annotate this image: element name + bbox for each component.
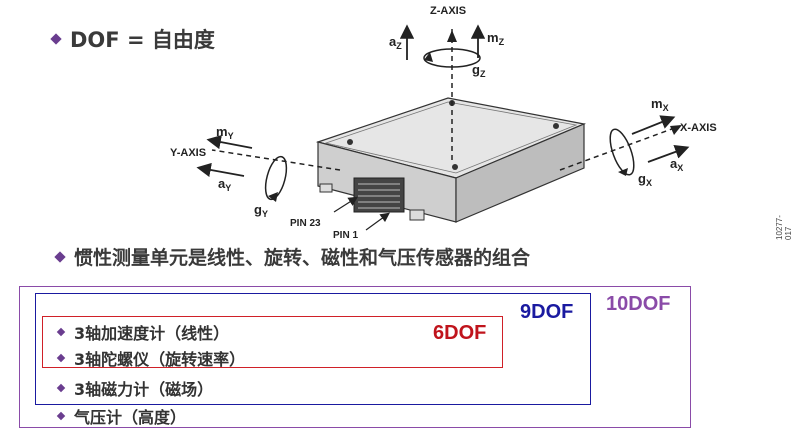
dof9-label: 9DOF: [520, 301, 574, 323]
item-magnetometer: 3轴磁力计（磁场）: [74, 380, 214, 399]
mz-label: mZ: [487, 30, 505, 47]
imu-heading: 惯性测量单元是线性、旋转、磁性和气压传感器的组合: [54, 243, 531, 270]
imu-module: [315, 97, 587, 223]
list-item: 3轴加速度计（线性）: [56, 320, 230, 344]
ay-arrow: [196, 162, 245, 178]
my-label: mY: [216, 124, 234, 141]
bullet-diamond-icon: [56, 353, 66, 363]
gy-label: gY: [254, 202, 268, 219]
group-6dof: [42, 316, 503, 368]
mx-arrow: [631, 115, 676, 135]
dof-heading: DOF = 自由度: [50, 24, 215, 54]
gz-rotation: [423, 48, 481, 68]
pin23-label: PIN 23: [290, 218, 321, 229]
mx-label: mX: [651, 96, 669, 113]
bullet-diamond-icon: [54, 250, 66, 263]
x-axis-line: [559, 125, 681, 171]
my-arrow: [206, 134, 253, 150]
pin1-label: PIN 1: [333, 230, 358, 240]
ax-label: aX: [670, 156, 683, 173]
dof6-label: 6DOF: [433, 322, 487, 344]
gz-label: gZ: [472, 62, 486, 79]
az-label: aZ: [389, 34, 402, 51]
imu-heading-text: 惯性测量单元是线性、旋转、磁性和气压传感器的组合: [74, 247, 531, 269]
figure-code: 10277-017: [775, 215, 793, 240]
dof-heading-text: DOF = 自由度: [70, 28, 215, 52]
z-axis-label: Z-AXIS: [430, 5, 466, 17]
item-accelerometer: 3轴加速度计（线性）: [74, 324, 230, 343]
gy-rotation: [264, 155, 288, 201]
item-barometer: 气压计（高度）: [74, 408, 187, 427]
group-10dof: [19, 286, 691, 428]
y-axis-line: [211, 149, 341, 171]
imu-axes-diagram: Z-AXIS aZ mZ gZ mX X-AXIS aX gX mY Y-AXI…: [170, 5, 717, 240]
item-gyroscope: 3轴陀螺仪（旋转速率）: [74, 350, 246, 369]
ay-label: aY: [218, 176, 231, 193]
bullet-diamond-icon: [56, 411, 66, 421]
list-item: 气压计（高度）: [56, 404, 187, 428]
bullet-diamond-icon: [56, 327, 66, 337]
group-9dof: [35, 293, 591, 405]
list-item: 3轴陀螺仪（旋转速率）: [56, 346, 246, 370]
y-axis-label: Y-AXIS: [170, 147, 206, 159]
gx-label: gX: [638, 171, 652, 188]
x-axis-label: X-AXIS: [680, 122, 717, 134]
list-item: 3轴磁力计（磁场）: [56, 376, 214, 400]
gx-rotation: [609, 128, 635, 176]
dof10-label: 10DOF: [606, 293, 671, 315]
ax-arrow: [647, 144, 690, 163]
bullet-diamond-icon: [56, 383, 66, 393]
